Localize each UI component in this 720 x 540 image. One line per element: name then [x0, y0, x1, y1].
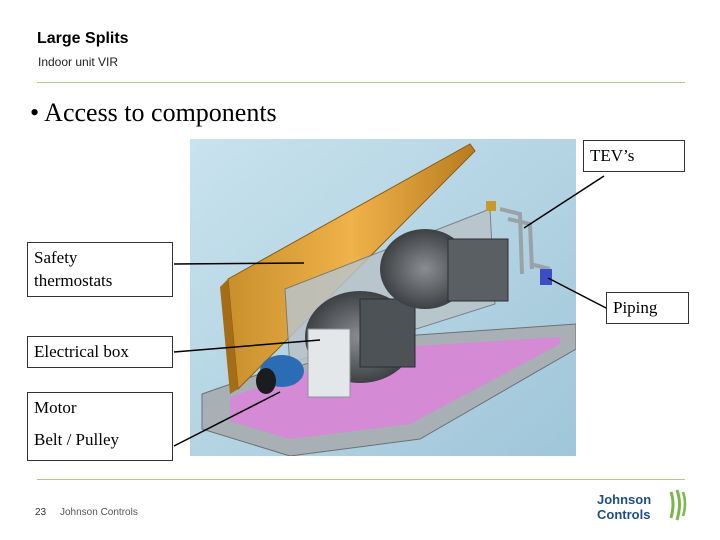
electrical-pointer	[173, 339, 321, 353]
callout-belt-pulley: Belt / Pulley	[34, 429, 119, 449]
callout-motor: Motor	[34, 398, 77, 417]
tev-shape	[540, 269, 552, 285]
slide-title: Large Splits	[37, 30, 129, 47]
piping-pointer	[547, 277, 609, 310]
callout-safety-line1: Safety	[34, 248, 78, 267]
logo-line2: Controls	[597, 507, 651, 522]
fan-guard-1	[359, 298, 416, 368]
callout-safety-thermostats: Safety thermostats	[27, 242, 173, 297]
logo-wordmark: Johnson Controls	[597, 492, 651, 522]
header-divider	[37, 82, 685, 83]
fan-guard-2	[447, 238, 509, 302]
logo-line1: Johnson	[597, 492, 652, 507]
coil-side	[220, 279, 238, 394]
callout-tevs: TEV’s	[583, 140, 685, 172]
footer-company: Johnson Controls	[60, 507, 138, 518]
tev-pointer	[523, 175, 605, 229]
motor-pointer	[173, 391, 281, 447]
page-number: 23	[35, 507, 47, 518]
piping-valve	[486, 201, 496, 211]
indoor-unit-illustration	[190, 139, 576, 456]
base-floor	[230, 337, 560, 439]
safety-pointer	[173, 262, 305, 265]
bullet-heading: • Access to components	[30, 98, 277, 127]
callout-safety-line2: thermostats	[34, 270, 113, 290]
callout-electrical-box: Electrical box	[27, 336, 173, 368]
callout-motor-belt: Motor Belt / Pulley	[27, 392, 173, 461]
johnson-controls-logo-icon	[669, 489, 687, 521]
motor-end	[256, 368, 276, 394]
slide-subtitle: Indoor unit VIR	[38, 55, 119, 69]
footer-divider	[37, 479, 685, 480]
callout-piping: Piping	[606, 292, 689, 324]
